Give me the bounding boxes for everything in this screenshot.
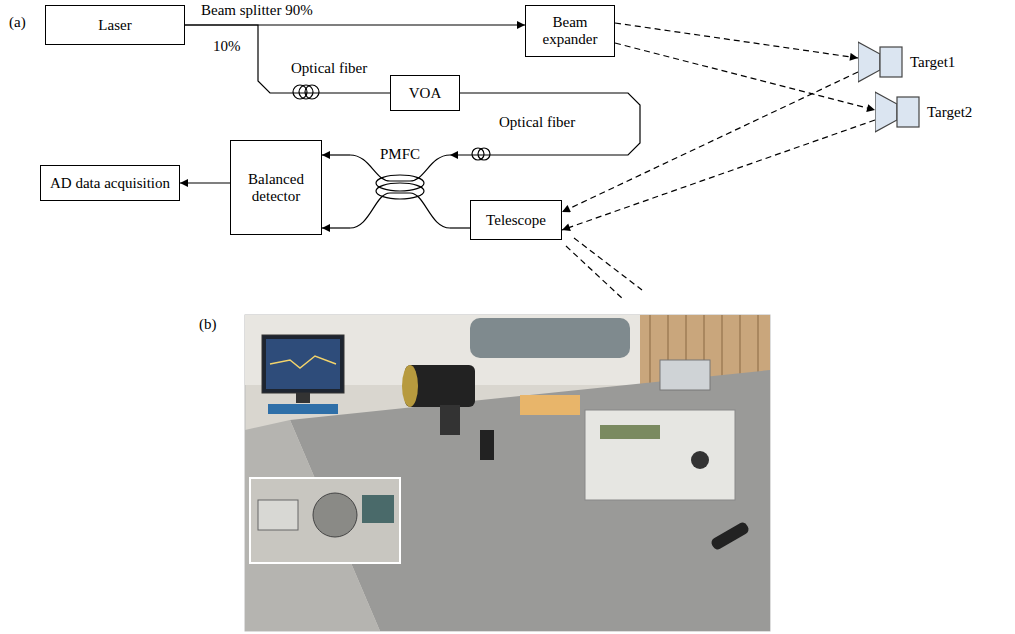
node-label: Target1 xyxy=(910,54,955,71)
fiber-connector xyxy=(185,25,390,93)
fiber-connector xyxy=(322,154,350,155)
light-ray xyxy=(615,43,875,110)
target-icon xyxy=(875,88,921,136)
laser-display xyxy=(600,425,660,439)
handheld-probe xyxy=(710,521,751,551)
target-body xyxy=(880,47,902,77)
fiber-connector xyxy=(180,182,230,183)
fiber-loop xyxy=(299,85,313,99)
lab-photo xyxy=(245,315,770,631)
target-horn xyxy=(875,92,897,132)
node-label: VOA xyxy=(409,85,442,102)
fiber-connector xyxy=(450,93,640,155)
fiber-loop xyxy=(478,148,490,160)
laser-box: Laser xyxy=(45,5,185,45)
node-label: Balanced detector xyxy=(237,171,315,205)
fiber-loop xyxy=(305,85,319,99)
panel-label: 10% xyxy=(212,38,242,55)
fiber-coil xyxy=(293,85,319,99)
target-body xyxy=(897,97,919,127)
acquisition-box: AD data acquisition xyxy=(40,165,180,201)
photo-shelf-equipment xyxy=(470,318,630,358)
inset-scope xyxy=(362,495,394,523)
inset-photo xyxy=(250,478,400,563)
beam-expander-box: Beam expander xyxy=(525,5,615,57)
monitor-screen xyxy=(266,339,340,389)
node-label: Target2 xyxy=(927,104,972,121)
keyboard xyxy=(268,404,338,414)
panel-label: (a) xyxy=(8,14,27,31)
light-ray xyxy=(615,23,858,58)
target: Target1 xyxy=(858,38,970,86)
node-label: Beam expander xyxy=(532,14,608,48)
photo-frame xyxy=(245,315,770,631)
light-ray xyxy=(566,246,624,300)
target: Target2 xyxy=(875,88,993,136)
panel-label: (b) xyxy=(198,316,218,333)
edge-label: Beam splitter 90% xyxy=(200,2,314,19)
fiber-coil xyxy=(472,148,490,160)
coupler-junction xyxy=(376,183,424,199)
node-label: AD data acquisition xyxy=(50,175,170,192)
inset-instrument xyxy=(258,500,298,530)
inset-target-wheel xyxy=(313,493,357,537)
light-ray xyxy=(574,238,642,290)
edge-label: Optical fiber xyxy=(498,114,576,131)
attenuator-box: VOA xyxy=(390,75,460,111)
light-ray xyxy=(562,120,875,230)
detector-box: Balanced detector xyxy=(230,140,322,235)
coupler-fiber xyxy=(350,193,450,228)
fiber-spools xyxy=(520,395,580,415)
node-label: Laser xyxy=(98,17,131,34)
monitor xyxy=(262,335,344,393)
edge-label: Optical fiber xyxy=(290,60,368,77)
screen-trace xyxy=(270,356,336,368)
optics-mount xyxy=(660,360,710,390)
target-horn xyxy=(858,42,880,82)
fiber-connector xyxy=(450,227,470,228)
node-label: PMFC xyxy=(350,145,450,163)
fiber-connector xyxy=(322,227,350,228)
monitor-stand xyxy=(296,393,310,403)
optics-post xyxy=(480,430,494,460)
laser-knob xyxy=(691,451,709,469)
laser-unit xyxy=(585,410,735,500)
target-icon xyxy=(858,38,904,86)
node-label: Telescope xyxy=(486,212,546,229)
telescope-lens xyxy=(402,365,418,407)
telescope-box: Telescope xyxy=(470,200,562,240)
fiber-coupler: PMFC xyxy=(350,145,450,235)
telescope-mount xyxy=(440,405,460,435)
